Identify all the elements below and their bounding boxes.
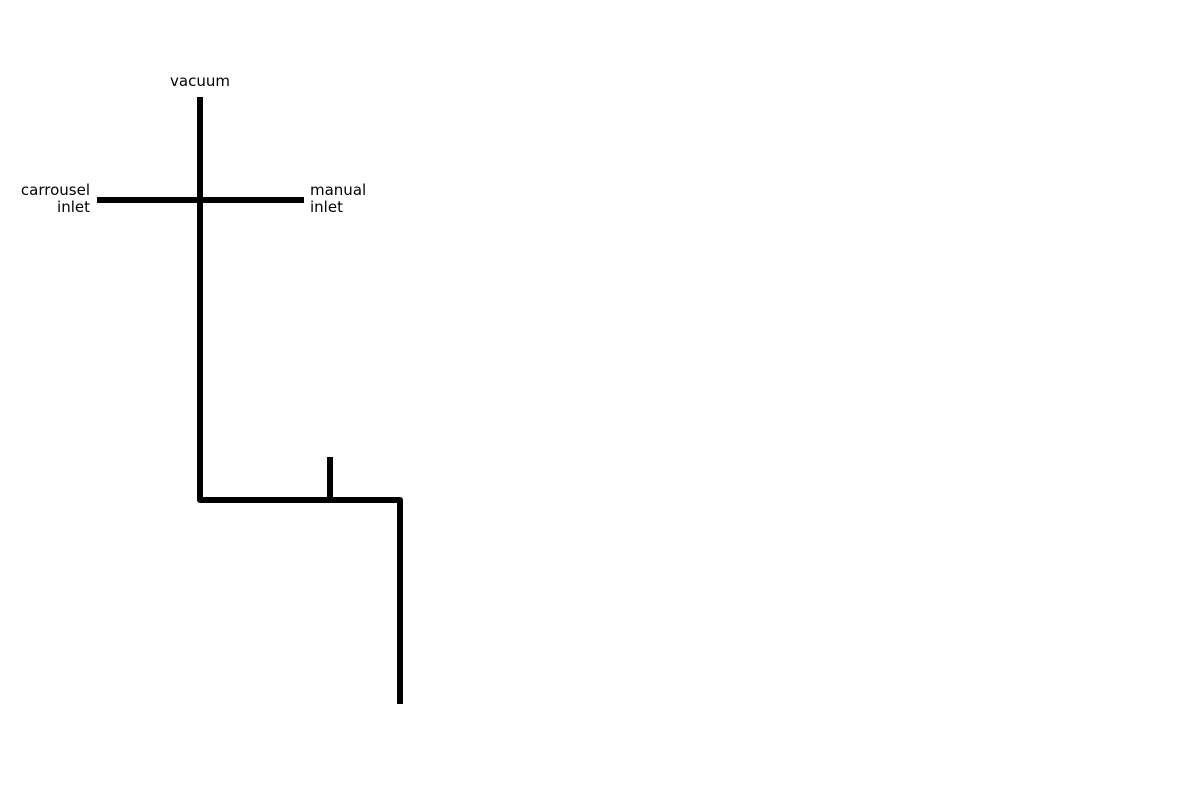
manual-inlet-label-line2: inlet: [310, 198, 343, 216]
carrousel-inlet-label: carrousel inlet: [21, 182, 90, 216]
vacuum-label: vacuum: [150, 73, 250, 90]
manual-inlet-label: manual inlet: [310, 182, 366, 216]
manual-inlet-label-line1: manual: [310, 181, 367, 199]
carrousel-inlet-label-line2: inlet: [57, 198, 90, 216]
vacuum-label-text: vacuum: [170, 72, 230, 90]
carrousel-inlet-label-line1: carrousel: [20, 181, 90, 199]
main-pipe: [197, 200, 403, 704]
